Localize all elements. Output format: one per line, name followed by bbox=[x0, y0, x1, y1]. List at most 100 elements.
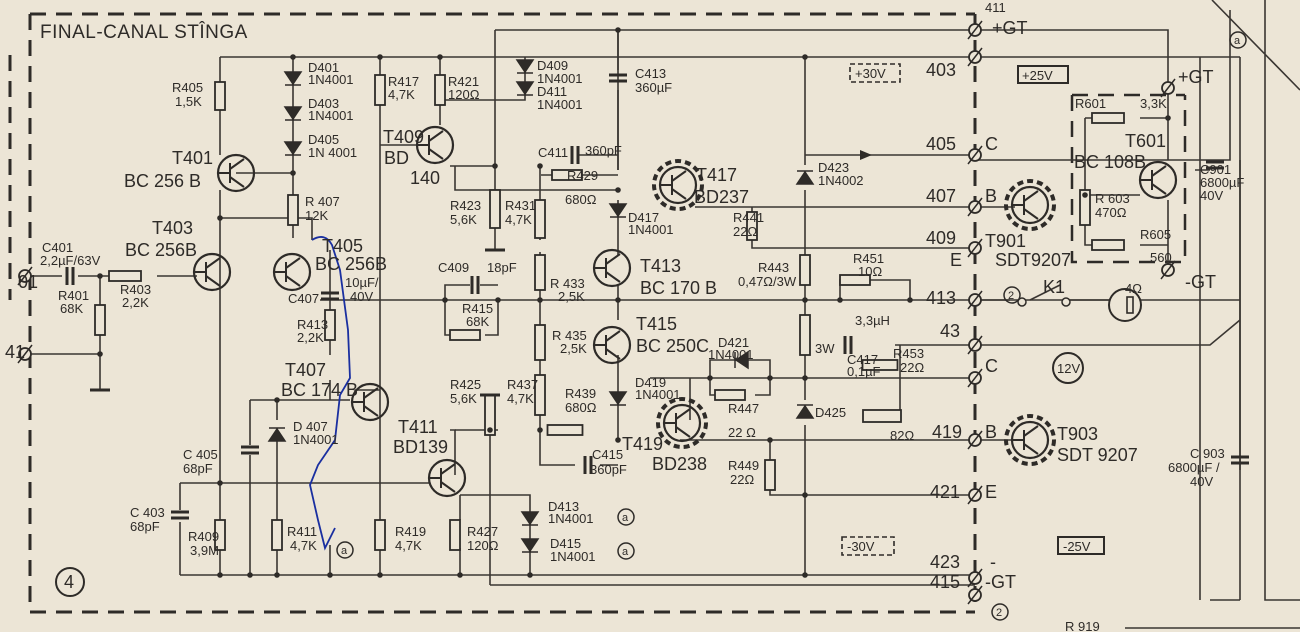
transistor-symbol bbox=[592, 325, 632, 365]
component-value: 68K bbox=[466, 314, 489, 329]
connector-signal: C bbox=[985, 134, 998, 154]
junction-dot bbox=[615, 27, 621, 33]
component-ref: R451 bbox=[853, 251, 884, 266]
component-ref: R443 bbox=[758, 260, 789, 275]
component-value: 4,7K bbox=[290, 538, 317, 553]
component-ref: R423 bbox=[450, 198, 481, 213]
junction-dot bbox=[802, 54, 808, 60]
component-ref: C 903 bbox=[1190, 446, 1225, 461]
component-ref: R417 bbox=[388, 74, 419, 89]
junction-dot bbox=[290, 54, 296, 60]
connector-label: 01 bbox=[18, 272, 38, 292]
component-ref: C411 bbox=[538, 145, 568, 160]
components bbox=[17, 20, 1249, 605]
resistor-symbol bbox=[324, 309, 336, 341]
junction-dot bbox=[377, 54, 383, 60]
component-ref: R429 bbox=[567, 168, 598, 183]
junction-dot bbox=[802, 572, 808, 578]
connector-label: 41 bbox=[5, 342, 25, 362]
terminal bbox=[967, 568, 983, 588]
component-ref: D419 bbox=[635, 375, 666, 390]
connector-signal: -GT bbox=[985, 572, 1016, 592]
resistor-symbol bbox=[214, 81, 226, 111]
hand-drawn-annotation bbox=[309, 236, 351, 551]
component-ref: R421 bbox=[448, 74, 479, 89]
component-value: 0,1µF bbox=[847, 364, 881, 379]
component-value: 140 bbox=[410, 168, 440, 188]
component-value: 1N4001 bbox=[635, 387, 681, 402]
diode-symbol bbox=[267, 427, 287, 442]
component-value: 40V bbox=[1200, 188, 1223, 203]
junction-dot bbox=[437, 54, 443, 60]
capacitor-symbol bbox=[843, 336, 853, 354]
transistor-symbol bbox=[1004, 179, 1056, 231]
transistor-symbol bbox=[192, 252, 232, 292]
junction-dot bbox=[907, 297, 913, 303]
component-ref: T601 bbox=[1125, 131, 1166, 151]
transistor-symbol bbox=[216, 153, 256, 193]
component-value: 3,9M bbox=[190, 543, 219, 558]
component-ref: R409 bbox=[188, 529, 219, 544]
capacitor-symbol bbox=[1206, 160, 1224, 170]
component-value: SDT9207 bbox=[995, 250, 1071, 270]
resistor-symbol bbox=[374, 74, 386, 106]
connector-signal: E bbox=[985, 482, 997, 502]
component-value: 1N4001 bbox=[537, 97, 583, 112]
component-ref: D401 bbox=[308, 60, 339, 75]
resistor-symbol bbox=[449, 519, 461, 551]
component-value: BD238 bbox=[652, 454, 707, 474]
component-value: 1N4001 bbox=[537, 71, 583, 86]
relay-contact bbox=[1017, 297, 1071, 307]
resistor-symbol bbox=[714, 389, 746, 401]
component-ref: R425 bbox=[450, 377, 481, 392]
connector-signal: +GT bbox=[992, 18, 1028, 38]
component-value: 3W bbox=[815, 341, 835, 356]
component-ref: R453 bbox=[893, 346, 924, 361]
supply-label: +25V bbox=[1022, 68, 1053, 83]
junction-dot bbox=[487, 427, 493, 433]
transistor-symbol bbox=[272, 252, 312, 292]
component-ref: C401 bbox=[42, 240, 73, 255]
component-ref: T407 bbox=[285, 360, 326, 380]
supply-label: -30V bbox=[847, 539, 875, 554]
connector-number: 405 bbox=[926, 134, 956, 154]
marker-a: a bbox=[1229, 31, 1247, 49]
resistor-symbol bbox=[746, 211, 758, 241]
marker-text: a bbox=[1234, 35, 1241, 47]
transistor-symbol bbox=[427, 458, 467, 498]
component-ref: R 433 bbox=[550, 276, 585, 291]
supply-box bbox=[841, 536, 895, 556]
component-ref: R449 bbox=[728, 458, 759, 473]
junction-dot bbox=[537, 427, 543, 433]
component-value: 1N 4001 bbox=[308, 145, 357, 160]
component-value: 4Ω bbox=[1125, 281, 1142, 296]
connector-signal: +GT bbox=[1178, 67, 1214, 87]
connector-signal: E bbox=[950, 250, 962, 270]
connector-number: 423 bbox=[930, 552, 960, 572]
component-ref: D411 bbox=[537, 84, 567, 99]
supply-label: 12V bbox=[1057, 361, 1080, 376]
diode-symbol bbox=[283, 71, 303, 86]
component-value: 3,3K bbox=[1140, 96, 1167, 111]
component-ref: T409 bbox=[383, 127, 424, 147]
resistor-symbol bbox=[214, 519, 226, 551]
junction-dot bbox=[1165, 115, 1171, 121]
component-value: 1N4002 bbox=[818, 173, 864, 188]
component-ref: R601 bbox=[1075, 96, 1106, 111]
connector-number: 413 bbox=[926, 288, 956, 308]
component-ref: D417 bbox=[628, 210, 659, 225]
component-value: 360pF bbox=[585, 143, 622, 158]
terminal bbox=[967, 47, 983, 67]
resistor-symbol bbox=[839, 274, 871, 286]
component-ref: C415 bbox=[592, 447, 623, 462]
connector-signal: -GT bbox=[1185, 272, 1216, 292]
transistor-symbol bbox=[415, 125, 455, 165]
diode-symbol bbox=[608, 203, 628, 218]
component-value: 1N4001 bbox=[548, 511, 594, 526]
component-value: 12K bbox=[305, 208, 328, 223]
marker-a: a bbox=[617, 542, 635, 560]
component-value: 1N4001 bbox=[628, 222, 674, 237]
diode-symbol bbox=[608, 391, 628, 406]
component-ref: T903 bbox=[1057, 424, 1098, 444]
